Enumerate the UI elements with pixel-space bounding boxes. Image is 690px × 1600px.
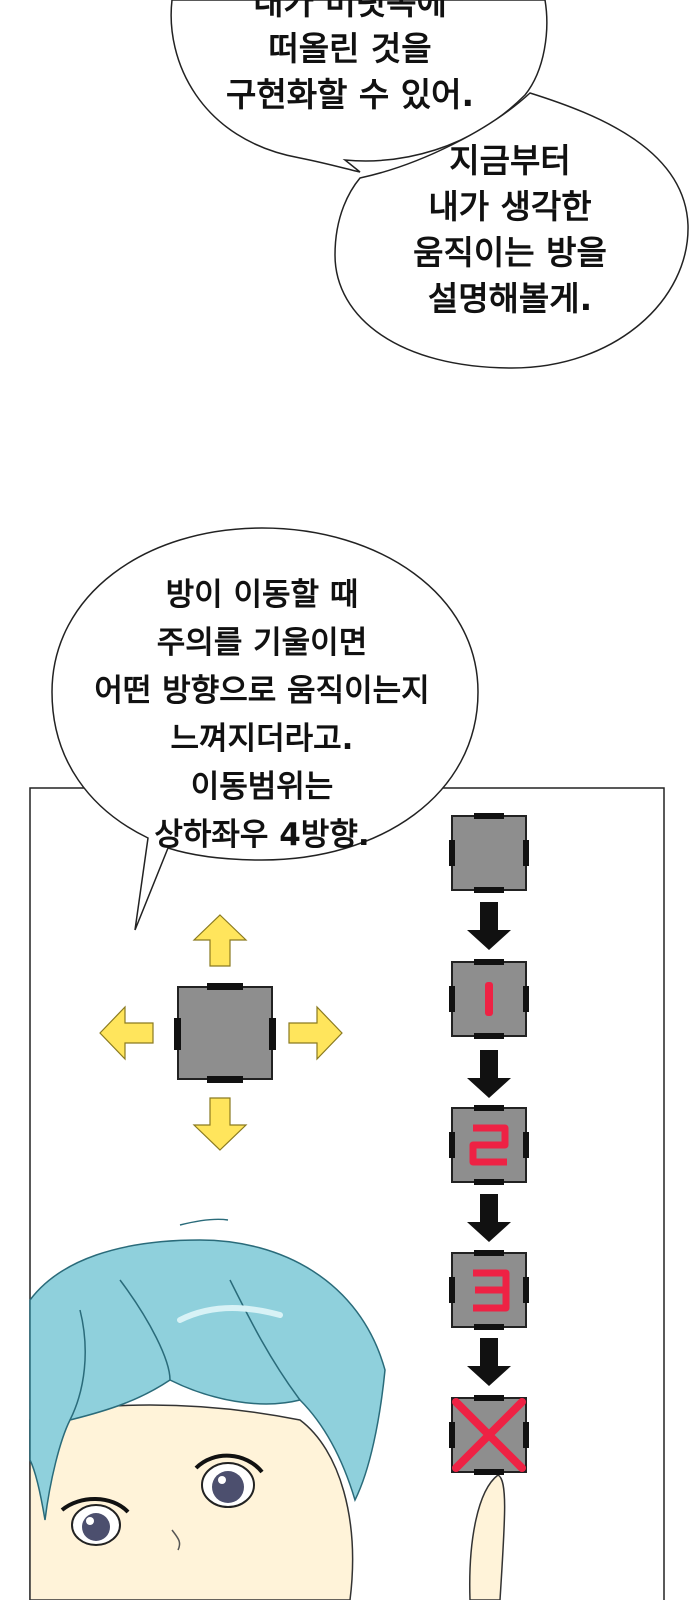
black-down-arrow-icon xyxy=(467,1194,511,1242)
sequence-diagram xyxy=(449,813,529,1475)
bubble-1-line: 구현화할 수 있어. xyxy=(225,75,475,114)
arrow-right-icon xyxy=(288,1005,343,1061)
bubble-3-line: 이동범위는 xyxy=(190,769,334,805)
bubble-3-text: 방이 이동할 때 주의를 기울이면 어떤 방향으로 움직이는지 느껴지더라고. … xyxy=(62,571,462,859)
bubble-2-text: 지금부터 내가 생각한 움직이는 방을 설명해볼게. xyxy=(390,138,630,322)
room-square-icon xyxy=(177,986,273,1080)
bubble-2-line: 지금부터 xyxy=(449,141,571,180)
black-down-arrow-icon xyxy=(467,1050,511,1098)
bubble-1-line: 내가 머릿속에 xyxy=(253,0,447,22)
sequence-room-2 xyxy=(449,1105,529,1185)
speech-bubble-2 xyxy=(334,92,689,369)
bubble-1-text: 내가 머릿속에 떠올린 것을 구현화할 수 있어. xyxy=(200,0,500,118)
arrow-left-icon xyxy=(99,1005,154,1061)
bubble-2-line: 설명해볼게. xyxy=(427,279,593,318)
bubble-2-line: 내가 생각한 xyxy=(428,187,592,226)
bubble-3-line: 어떤 방향으로 움직이는지 xyxy=(94,673,430,709)
black-down-arrow-icon xyxy=(467,902,511,950)
character-hair xyxy=(29,1239,386,1521)
direction-diagram xyxy=(99,914,343,1151)
sequence-room-4 xyxy=(449,1395,529,1475)
bubble-1-line: 떠올린 것을 xyxy=(268,29,432,68)
top-bubbles-drawing xyxy=(170,0,689,369)
bubble-3-line: 느껴지더라고. xyxy=(170,721,354,757)
bubble-3-line: 방이 이동할 때 xyxy=(165,577,359,613)
sequence-room-1 xyxy=(449,959,529,1039)
speech-bubble-1 xyxy=(170,0,548,173)
arrow-down-icon xyxy=(192,1097,248,1151)
cross-icon xyxy=(452,1398,526,1472)
character-illustration xyxy=(29,1218,506,1600)
arrow-up-icon xyxy=(192,914,248,967)
bubble-3-line: 주의를 기울이면 xyxy=(156,625,368,661)
bubble-3-line: 상하좌우 4방향. xyxy=(154,817,370,853)
sequence-room-3 xyxy=(449,1250,529,1330)
black-down-arrow-icon xyxy=(467,1338,511,1386)
speech-bubble-3 xyxy=(51,527,479,931)
pointing-finger xyxy=(468,1474,506,1600)
panel-drawing xyxy=(29,527,665,1600)
bubble-2-line: 움직이는 방을 xyxy=(413,233,607,272)
sequence-room-0 xyxy=(449,813,529,893)
